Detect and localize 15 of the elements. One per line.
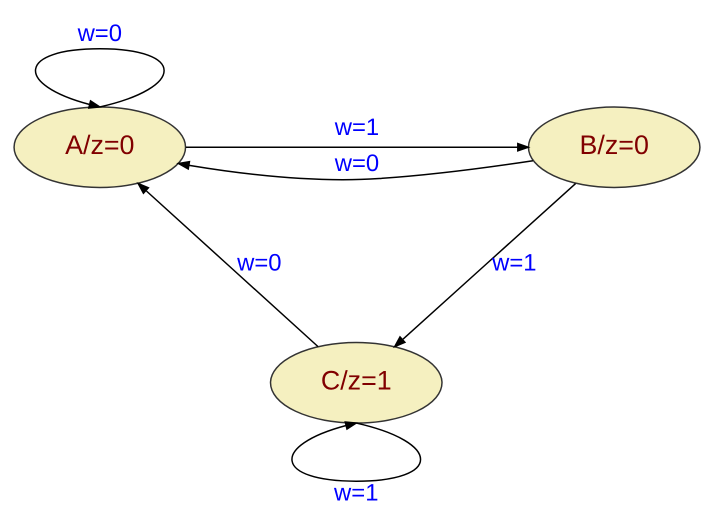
arrow bbox=[176, 160, 534, 180]
edge-label: w=0 bbox=[237, 249, 282, 276]
edge-label: w=1 bbox=[492, 249, 537, 276]
node-ellipse: B/z=0 bbox=[528, 106, 701, 188]
arrow bbox=[35, 48, 164, 108]
edge-label: w=0 bbox=[78, 20, 122, 47]
edge-label: w=1 bbox=[334, 478, 378, 506]
arrow bbox=[393, 182, 576, 348]
arrow bbox=[136, 182, 319, 347]
arrow bbox=[291, 420, 421, 482]
edge-label: w=1 bbox=[334, 113, 380, 140]
node-ellipse: C/z=1 bbox=[270, 341, 443, 424]
arrow bbox=[186, 142, 530, 152]
node-ellipse: A/z=0 bbox=[13, 106, 186, 188]
edge-label: w=0 bbox=[334, 149, 380, 176]
